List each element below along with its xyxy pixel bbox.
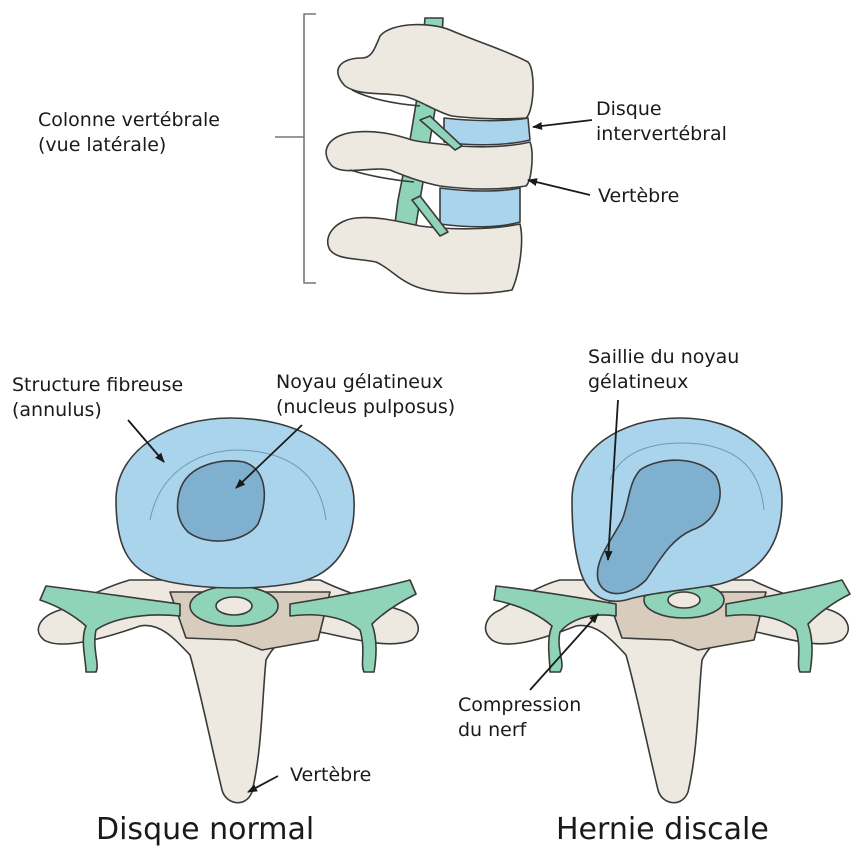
hernia-disc-figure (486, 418, 850, 803)
hernia-spinal-canal (668, 592, 700, 608)
nucleus-label: Noyau gélatineux (nucleus pulposus) (276, 370, 455, 420)
disc-label: Disque intervertébral (596, 97, 727, 147)
vertebra-3 (328, 218, 522, 294)
normal-spinal-canal (216, 597, 252, 615)
protrusion-label-line-1: Saillie du noyau (588, 345, 739, 370)
compression-label-line-2: du nerf (458, 718, 581, 743)
caption-normal: Disque normal (96, 812, 314, 848)
spine-bracket (304, 14, 316, 283)
caption-hernia: Hernie discale (556, 812, 769, 848)
spine-label-line-1: Colonne vertébrale (38, 108, 220, 133)
normal-disc-figure (38, 418, 418, 803)
spine-lateral-view (275, 14, 533, 294)
annulus-label-line-2: (annulus) (12, 398, 183, 423)
arrow-disc (533, 120, 592, 127)
protrusion-label: Saillie du noyau gélatineux (588, 345, 739, 395)
intervertebral-disc-2 (440, 188, 520, 227)
vertebra-label-top: Vertèbre (598, 184, 679, 209)
spine-label: Colonne vertébrale (vue latérale) (38, 108, 220, 158)
annulus-label-line-1: Structure fibreuse (12, 373, 183, 398)
compression-label: Compression du nerf (458, 693, 581, 743)
nucleus-label-line-1: Noyau gélatineux (276, 370, 455, 395)
disc-label-line-2: intervertébral (596, 122, 727, 147)
annulus-label: Structure fibreuse (annulus) (12, 373, 183, 423)
disc-label-line-1: Disque (596, 97, 727, 122)
arrow-vertebra-top (528, 180, 590, 195)
spine-label-line-2: (vue latérale) (38, 133, 220, 158)
protrusion-label-line-2: gélatineux (588, 370, 739, 395)
vertebra-1 (338, 25, 533, 119)
compression-label-line-1: Compression (458, 693, 581, 718)
nucleus-label-line-2: (nucleus pulposus) (276, 395, 455, 420)
vertebra-label-bottom: Vertèbre (290, 763, 371, 788)
